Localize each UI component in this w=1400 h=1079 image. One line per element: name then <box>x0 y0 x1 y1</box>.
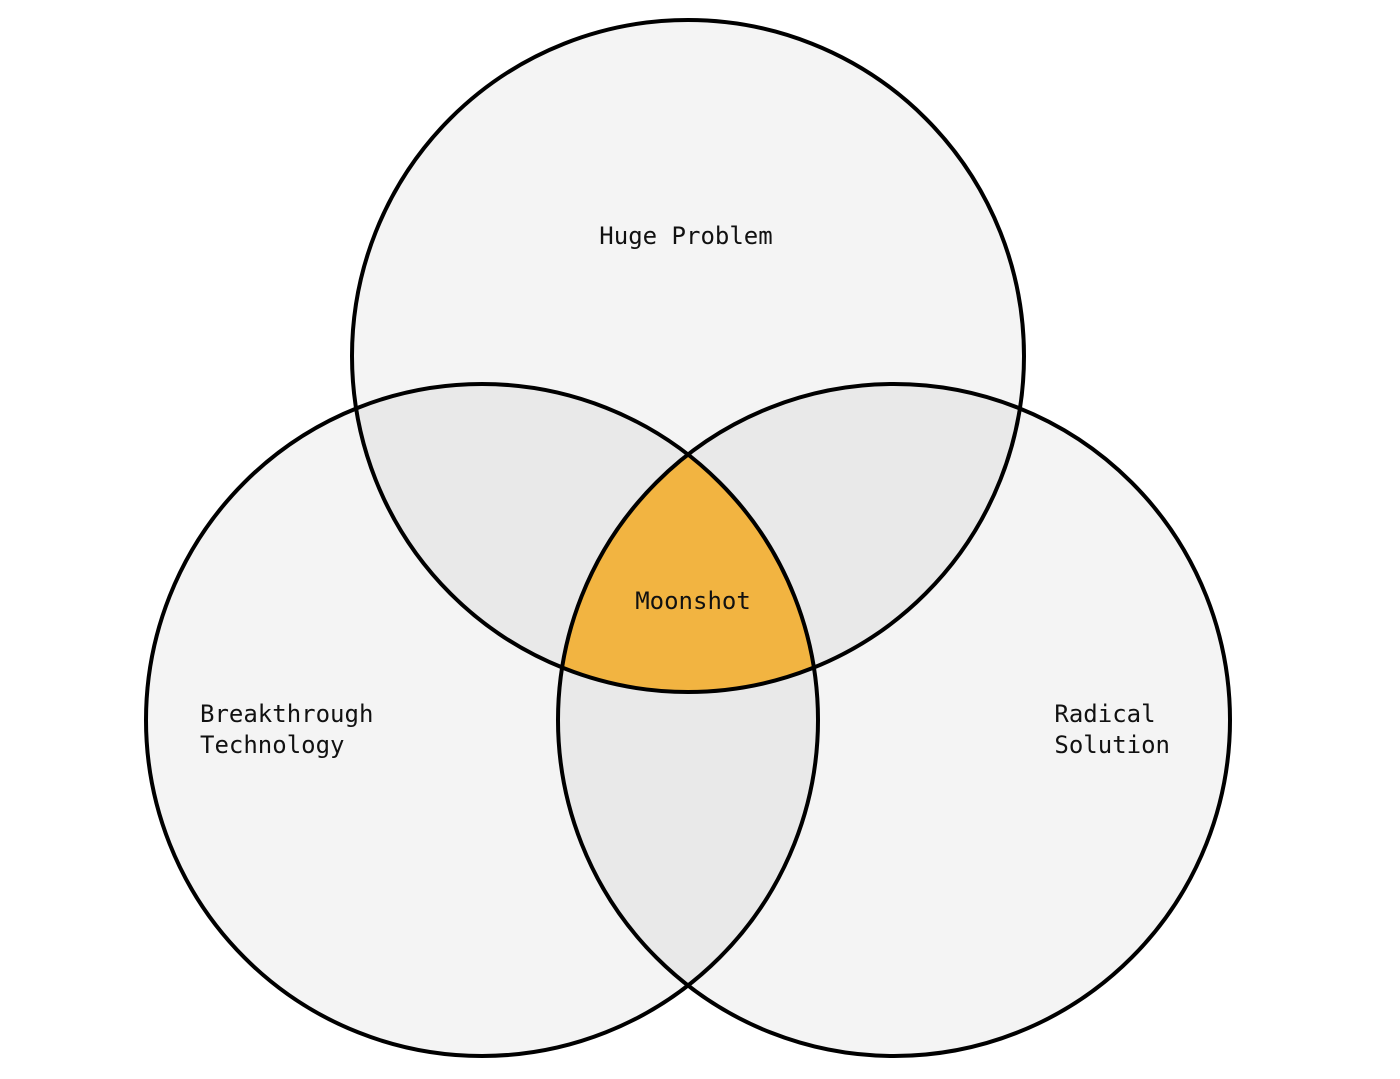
circle-left-outline <box>144 382 820 1058</box>
label-line: Radical <box>1054 700 1155 728</box>
circle-top-outline <box>350 18 1026 694</box>
label-line: Moonshot <box>635 587 751 615</box>
label-line: Technology <box>200 731 345 759</box>
label-line: Solution <box>1054 731 1170 759</box>
overlap-center <box>558 384 818 692</box>
circle-right-outline <box>556 382 1232 1058</box>
label-line: Breakthrough <box>200 700 373 728</box>
label-line: Huge Problem <box>599 222 772 250</box>
label-moonshot: Moonshot <box>635 587 751 615</box>
label-radical-solution: Radical Solution <box>1054 700 1170 759</box>
label-breakthrough-technology: Breakthrough Technology <box>200 700 388 759</box>
label-huge-problem: Huge Problem <box>599 222 772 250</box>
